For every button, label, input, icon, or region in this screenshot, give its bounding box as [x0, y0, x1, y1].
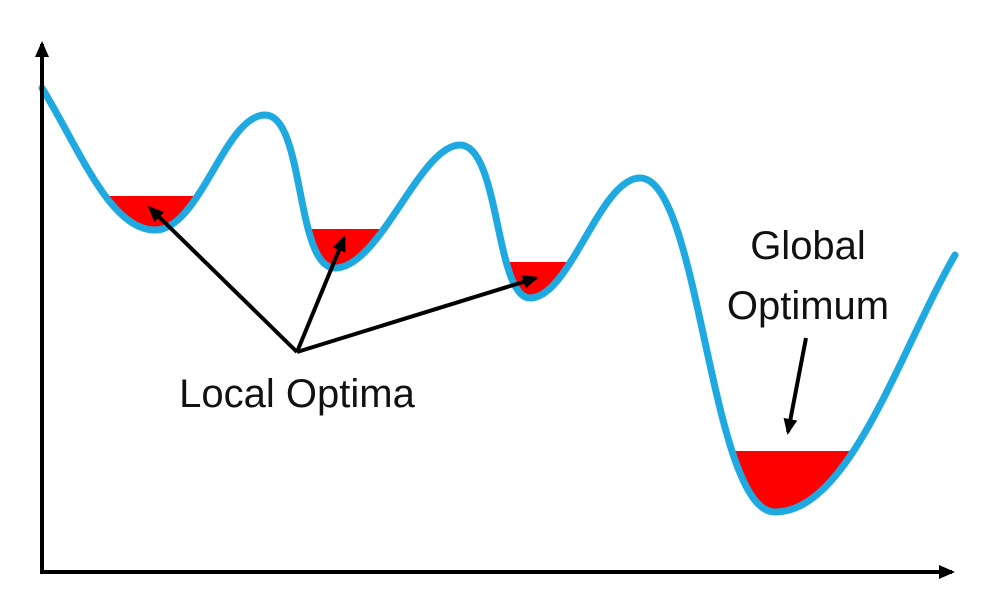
local-optima-label: Local Optima [179, 372, 415, 416]
arrow-to-global [783, 337, 808, 435]
arrow-to-local-2 [295, 235, 346, 353]
arrow-to-local-1 [147, 205, 299, 354]
global-label-line1: Global [750, 224, 866, 268]
global-label-line2: Optimum [726, 284, 890, 328]
objective-curve [38, 84, 959, 516]
arrow-to-local-3 [296, 275, 539, 354]
